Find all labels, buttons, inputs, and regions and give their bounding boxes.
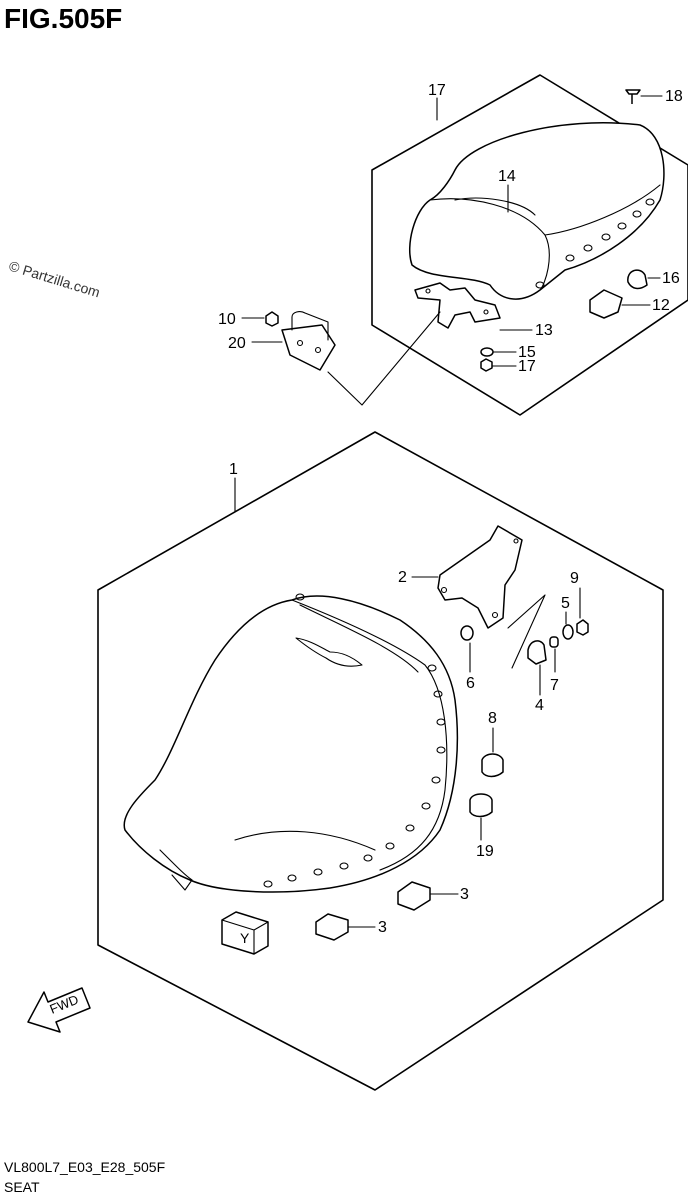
diagram-code: VL800L7_E03_E28_505F (4, 1159, 165, 1175)
callout-2: 2 (398, 569, 407, 586)
watermark: © Partzilla.com (7, 258, 102, 301)
pillion-seat (408, 122, 665, 300)
diagram-name: SEAT (4, 1179, 40, 1195)
callout-20: 20 (228, 335, 246, 352)
callout-3a: 3 (460, 886, 469, 903)
nut-11 (265, 311, 279, 327)
label-y-box: Y (221, 911, 269, 955)
callout-5: 5 (561, 595, 570, 612)
seat-group-outline (97, 431, 664, 1091)
washer-6 (460, 625, 474, 641)
pillion-bracket (414, 282, 501, 329)
callout-4: 4 (535, 697, 544, 714)
zigzag-connector (507, 594, 546, 669)
connection-line (327, 311, 441, 406)
washer-16 (480, 347, 494, 357)
callout-14: 13 (535, 322, 553, 339)
label-y: Y (240, 930, 250, 946)
damper-13 (589, 289, 623, 319)
damper-3b (315, 913, 349, 941)
callout-11: 10 (218, 311, 236, 328)
bracket-2 (437, 525, 523, 629)
callout-16: 15 (518, 344, 536, 361)
callout-3b: 3 (378, 919, 387, 936)
callout-7: 7 (550, 677, 559, 694)
figure-title: FIG.505F (4, 3, 122, 34)
nut-18 (480, 358, 493, 372)
clip-4 (527, 640, 547, 665)
bracket-20 (281, 311, 336, 371)
callout-15: 14 (498, 168, 516, 185)
callout-6: 6 (466, 675, 475, 692)
main-seat (123, 593, 459, 893)
washer-5 (562, 624, 574, 640)
screw-19 (625, 89, 641, 104)
callout-9: 19 (476, 843, 494, 860)
collar-7 (549, 636, 559, 648)
seat-emblem (295, 637, 363, 667)
callout-8: 8 (488, 710, 497, 727)
callout-18: 17 (518, 358, 536, 375)
callout-13: 12 (652, 297, 670, 314)
damper-8 (481, 753, 504, 778)
callout-10: 9 (570, 570, 579, 587)
damper-3a (397, 881, 431, 911)
damper-9 (469, 793, 493, 818)
callout-12: 17 (428, 82, 446, 99)
nut-10 (576, 619, 589, 636)
cap-17 (627, 269, 648, 290)
fwd-arrow: FWD (27, 987, 91, 1033)
callout-17: 16 (662, 270, 680, 287)
callout-1: 1 (229, 461, 238, 478)
callout-19: 18 (665, 88, 683, 105)
pillion-group-outline (371, 74, 688, 416)
